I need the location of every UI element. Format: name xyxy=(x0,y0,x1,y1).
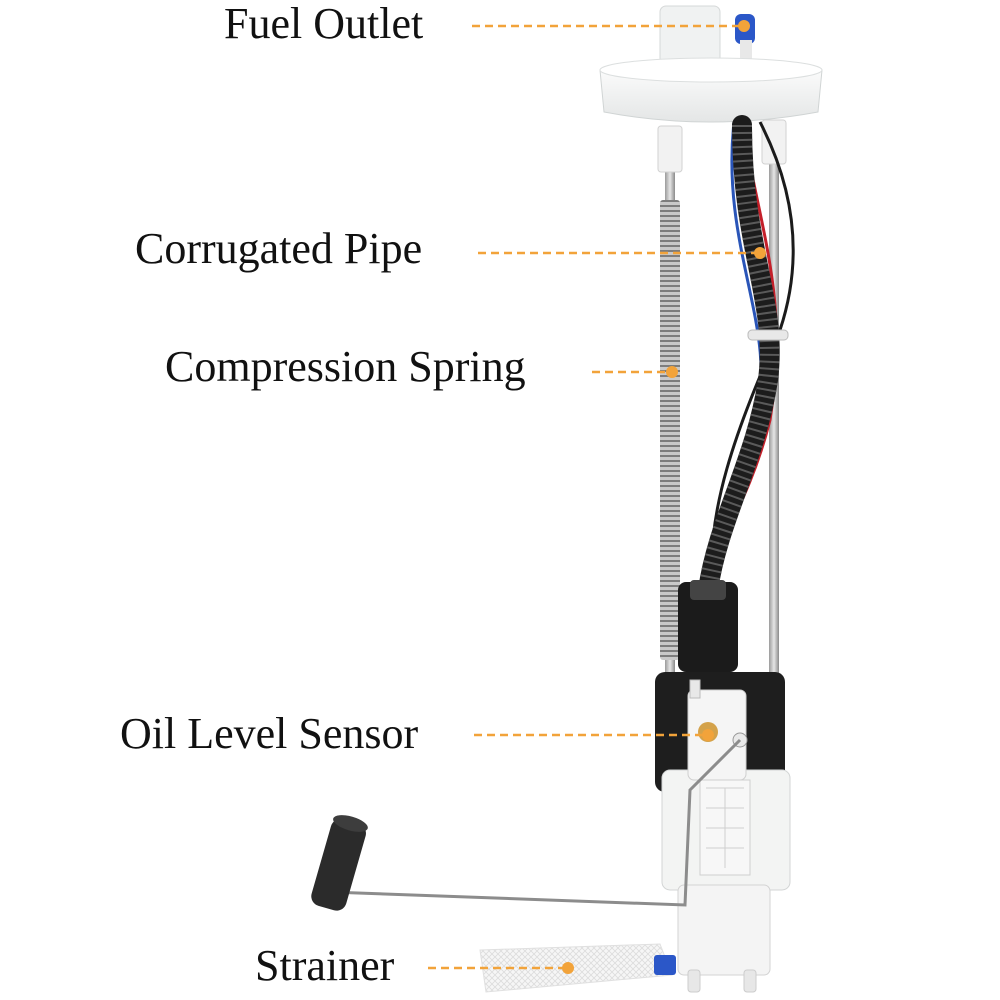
marker-compression-spring xyxy=(666,366,678,378)
corrugated-pipe xyxy=(698,115,780,600)
label-oil-level-sensor: Oil Level Sensor xyxy=(120,709,419,758)
marker-fuel-outlet xyxy=(738,20,750,32)
label-compression-spring: Compression Spring xyxy=(165,342,526,391)
float xyxy=(311,815,368,911)
marker-corrugated-pipe xyxy=(754,247,766,259)
top-flange xyxy=(599,5,823,173)
label-fuel-outlet: Fuel Outlet xyxy=(224,0,424,48)
compression-spring xyxy=(660,200,680,660)
strainer-clip xyxy=(654,955,676,975)
guide-rod-right xyxy=(769,160,779,780)
marker-strainer xyxy=(562,962,574,974)
marker-oil-level-sensor xyxy=(702,729,714,741)
label-strainer: Strainer xyxy=(255,941,395,990)
label-corrugated-pipe: Corrugated Pipe xyxy=(135,224,423,273)
cable-tie xyxy=(747,329,789,341)
float-arm xyxy=(329,738,742,907)
level-sensor-unit xyxy=(687,679,748,781)
